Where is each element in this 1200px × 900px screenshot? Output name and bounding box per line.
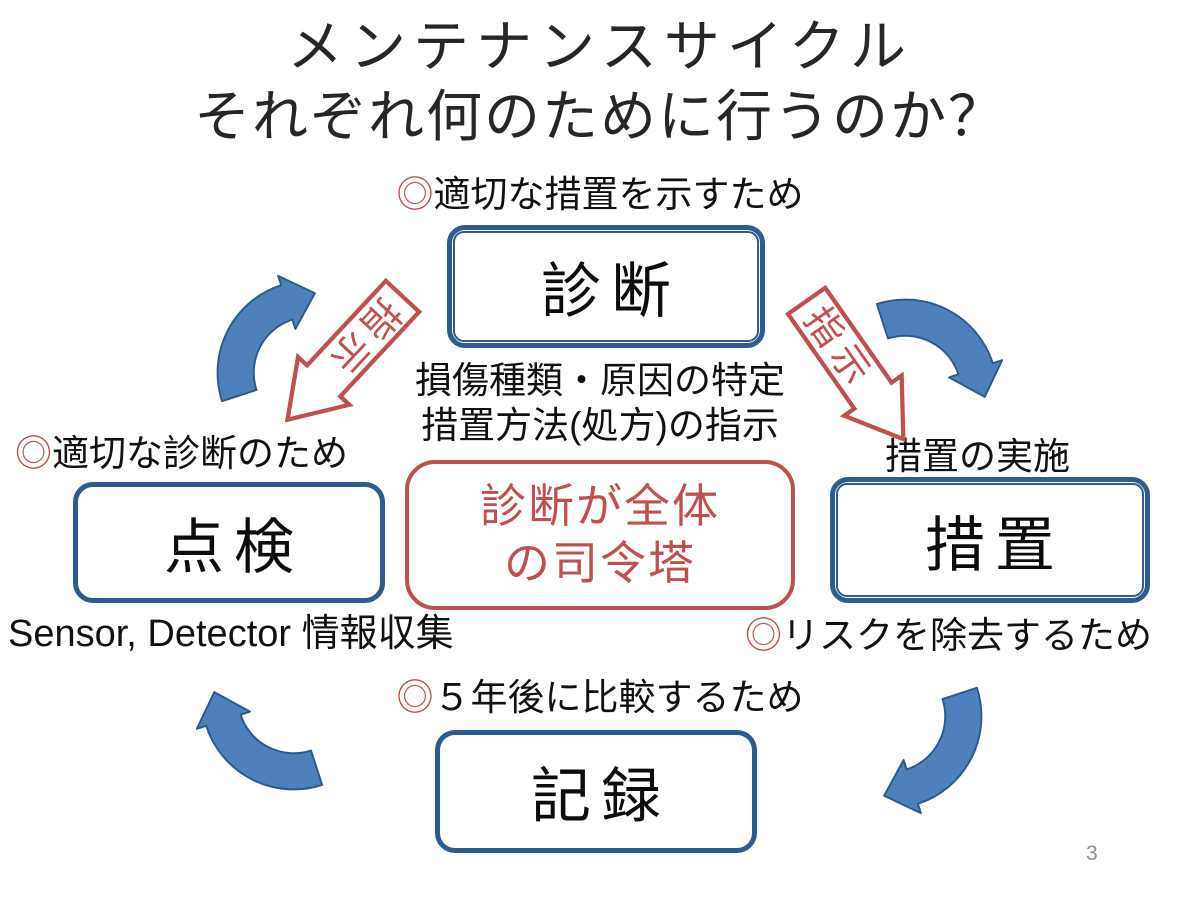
node-label-inspection: 点検 [164, 514, 304, 581]
center-description: 損傷種類・原因の特定 措置方法(処方)の指示 [0, 358, 1200, 448]
note-record-text: ５年後に比較するため [433, 677, 804, 718]
center-description-line2: 措置方法(処方)の指示 [421, 405, 779, 446]
double-circle-marker: ◎ [15, 433, 52, 474]
slide-title-line2: それぞれ何のために行うのか？ [194, 85, 1006, 148]
center-headline-line1: 診断が全体 [480, 480, 720, 532]
double-circle-marker: ◎ [745, 615, 782, 656]
double-circle-marker: ◎ [396, 174, 434, 215]
note-inspection: ◎適切な診断のため [15, 433, 348, 475]
page-number: 3 [1086, 842, 1098, 865]
note-treatment: ◎リスクを除去するため [745, 615, 1152, 657]
note-inspection-sub: Sensor, Detector 情報収集 [8, 613, 454, 655]
center-headline-line2: の司令塔 [504, 537, 696, 589]
slide-title-line1: メンテナンスサイクル [286, 15, 914, 78]
node-box-treatment: 措置 [830, 477, 1150, 603]
note-diagnosis: ◎適切な措置を示すため [0, 174, 1200, 216]
double-circle-marker: ◎ [396, 677, 434, 718]
center-headline-box: 診断が全体 の司令塔 [405, 460, 795, 610]
node-box-inspection: 点検 [73, 482, 385, 603]
center-description-line1: 損傷種類・原因の特定 [415, 360, 785, 401]
note-treatment-text: リスクを除去するため [782, 615, 1152, 656]
node-label-treatment: 措置 [925, 511, 1065, 579]
node-box-record: 記録 [435, 730, 757, 853]
note-inspection-text: 適切な診断のため [52, 433, 348, 474]
note-diagnosis-text: 適切な措置を示すため [433, 174, 804, 215]
note-record: ◎５年後に比較するため [0, 677, 1200, 719]
node-box-diagnosis: 診断 [447, 225, 765, 348]
note-inspection-sub-text: Sensor, Detector 情報収集 [8, 613, 454, 655]
node-label-diagnosis: 診断 [541, 258, 681, 325]
slide-title: メンテナンスサイクル それぞれ何のために行うのか？ [0, 12, 1200, 152]
node-label-record: 記録 [531, 763, 671, 830]
note-treatment-pre: 措置の実施 [885, 436, 1070, 478]
note-treatment-pre-text: 措置の実施 [885, 436, 1070, 477]
